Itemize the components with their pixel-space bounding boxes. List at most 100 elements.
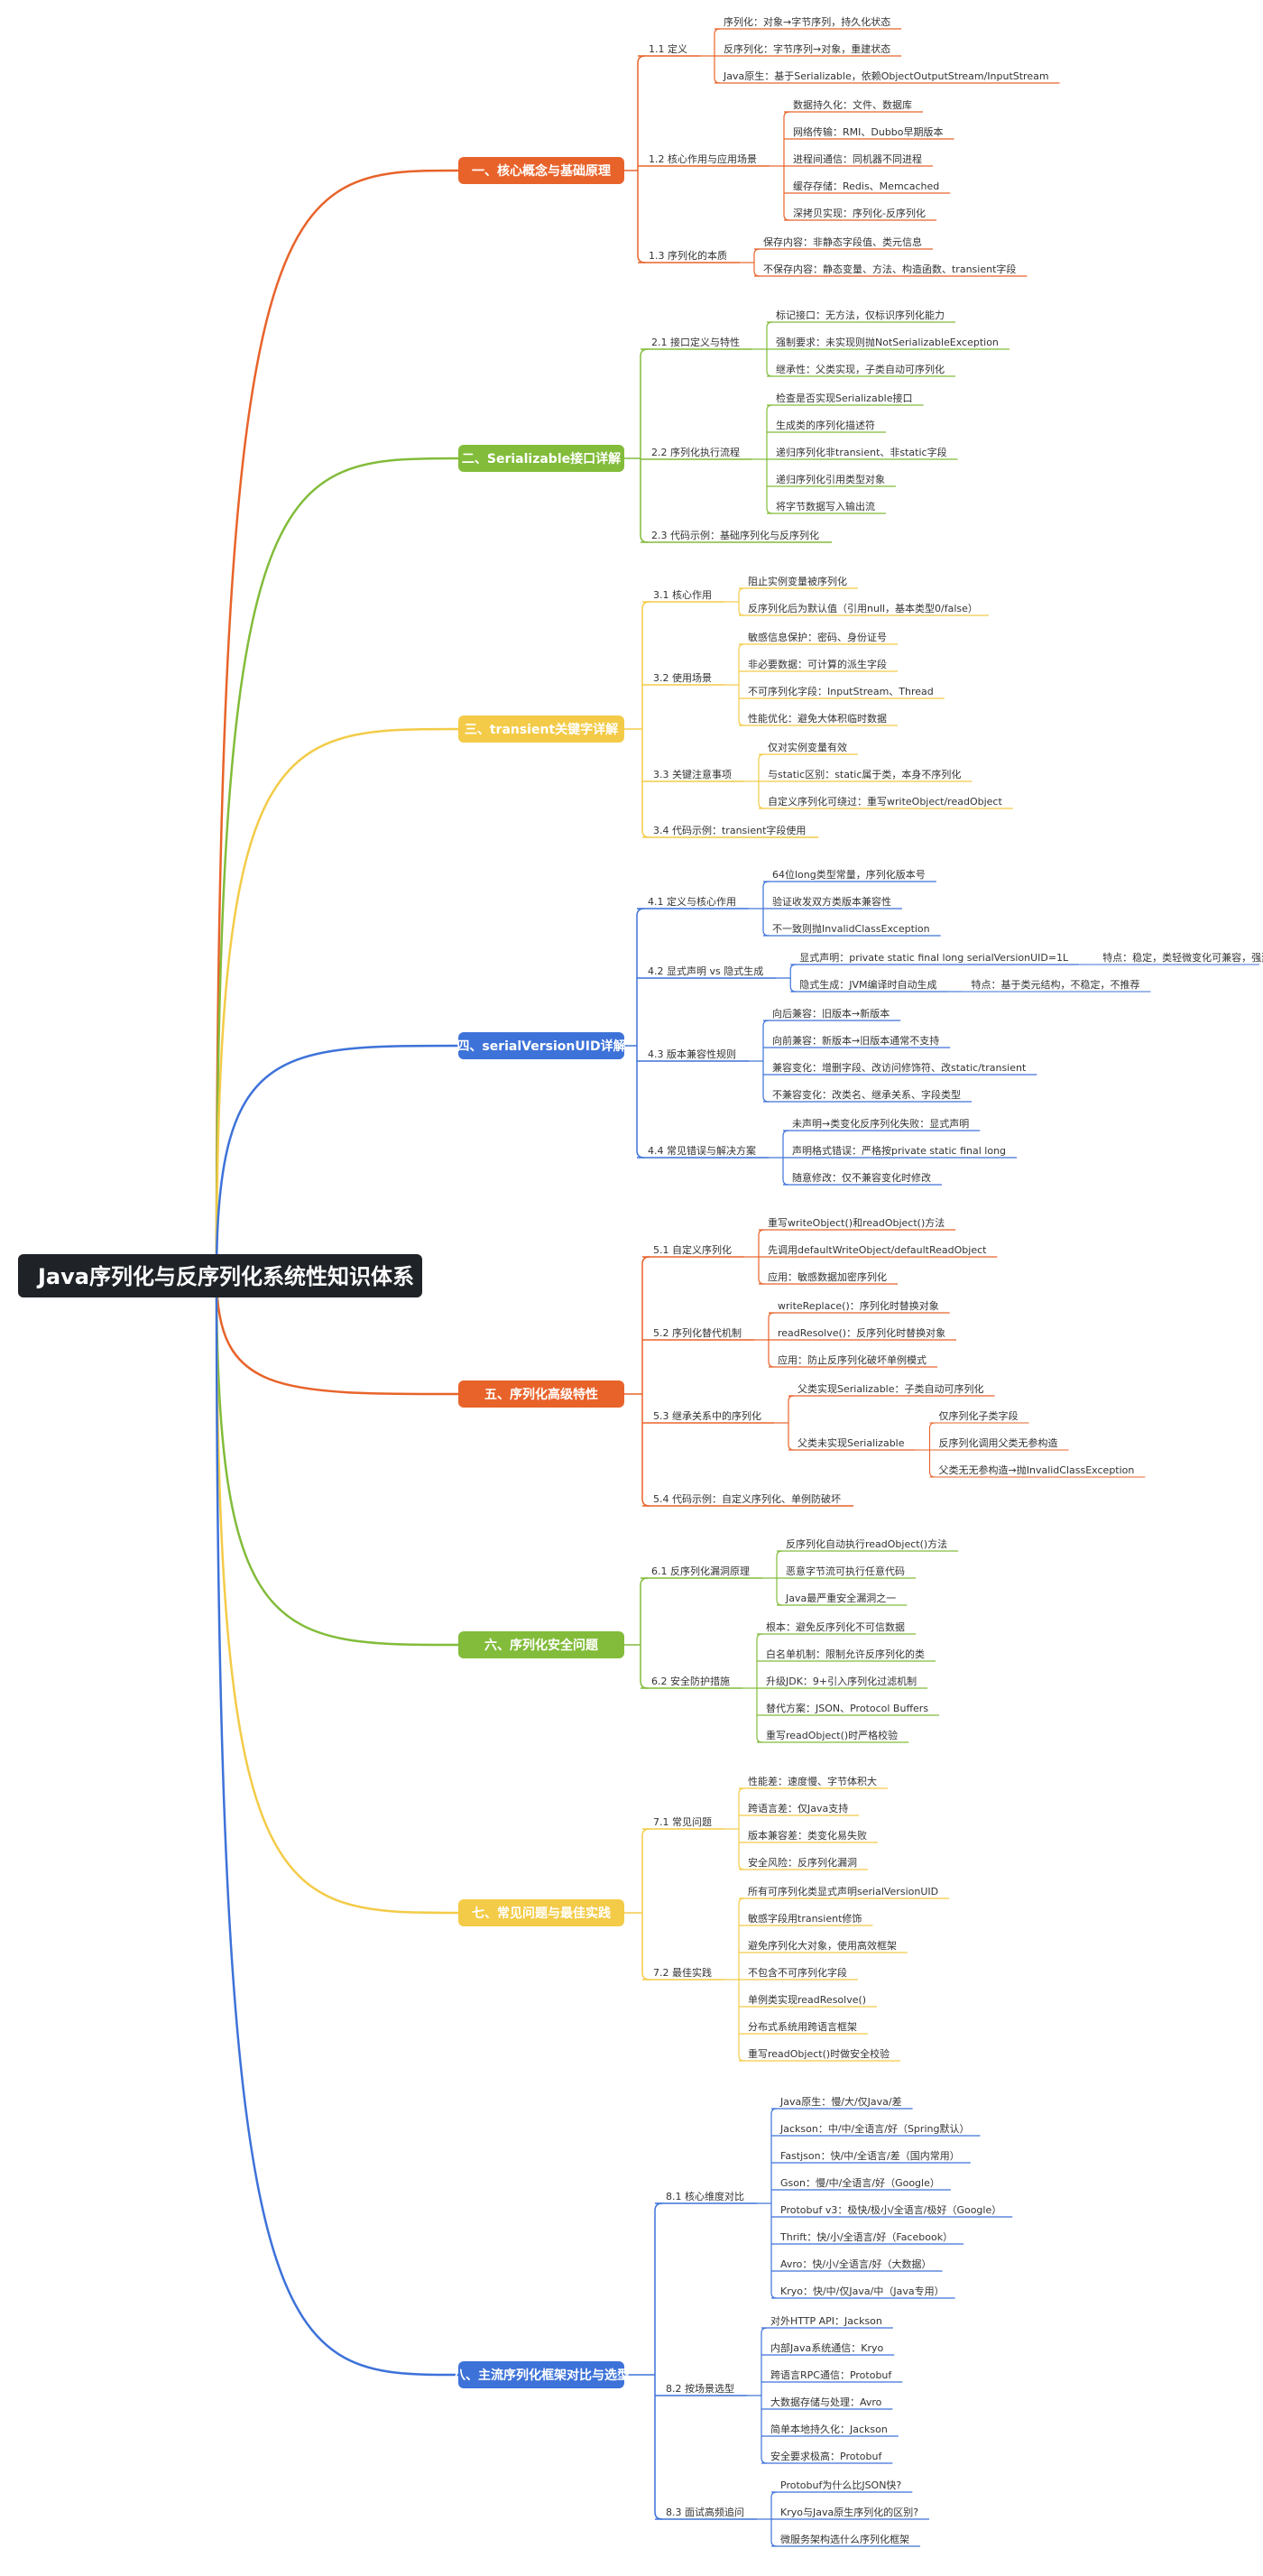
section-connector [215, 169, 459, 1277]
leaf-label: 网络传输：RMI、Dubbo早期版本 [793, 125, 944, 138]
leaf-label: 白名单机制：限制允许反序列化的类 [766, 1648, 925, 1660]
subtopic-bracket [762, 1020, 770, 1103]
leaf-label: 将字节数据写入输出流 [776, 500, 875, 512]
section-connector [215, 1275, 459, 1647]
leaf-label: 递归序列化引用类型对象 [776, 473, 885, 485]
leaf-label: 不一致则抛InvalidClassException [772, 922, 930, 935]
subtopic-label: 4.2 显式声明 vs 隐式生成 [648, 965, 763, 977]
leaf-label: 替代方案：JSON、Protocol Buffers [766, 1702, 928, 1714]
leaf-label: 深拷贝实现：序列化-反序列化 [793, 207, 926, 219]
leaf-label: 避免序列化大对象，使用高效框架 [748, 1939, 897, 1952]
leaf-label: 版本兼容差：类变化易失败 [748, 1829, 867, 1842]
leaf-label: 跨语言差：仅Java支持 [748, 1802, 848, 1814]
leaf-label: 性能优化：避免大体积临时数据 [748, 712, 887, 725]
leaf-label: 重写writeObject()和readObject()方法 [768, 1216, 945, 1229]
leaf-label: 先调用defaultWriteObject/defaultReadObject [768, 1244, 987, 1256]
section-label: 六、序列化安全问题 [484, 1638, 599, 1653]
detail-label: 特点：稳定，类轻微变化可兼容，强烈推荐 [1102, 951, 1263, 964]
subtopic-label: 5.4 代码示例：自定义序列化、单例防破坏 [653, 1492, 841, 1505]
leaf-label: writeReplace()：序列化时替换对象 [778, 1299, 939, 1312]
detail-label: 反序列化调用父类无参构造 [939, 1436, 1058, 1449]
section-label: 一、核心概念与基础原理 [472, 163, 611, 179]
subtopic-label: 8.2 按场景选型 [666, 2382, 734, 2395]
section-bracket [640, 348, 649, 543]
leaf-label: 检查是否实现Serializable接口 [776, 392, 913, 404]
leaf-label: 反序列化自动执行readObject()方法 [786, 1537, 947, 1550]
subtopic-label: 5.2 序列化替代机制 [653, 1326, 742, 1339]
leaf-label: 阻止实例变量被序列化 [748, 575, 847, 587]
leaf-label: 根本：避免反序列化不可信数据 [766, 1620, 905, 1633]
leaf-label: 大数据存储与处理：Avro [770, 2396, 882, 2408]
leaf-label: Gson：慢/中/全语言/好（Google） [780, 2176, 940, 2189]
leaf-label: Kryo：快/中/仅Java/中（Java专用） [780, 2285, 945, 2297]
section-node[interactable] [458, 1899, 624, 1926]
leaf-label: 非必要数据：可计算的派生字段 [748, 658, 887, 670]
subtopic-label: 2.3 代码示例：基础序列化与反序列化 [651, 529, 819, 541]
subtopic-label: 3.4 代码示例：transient字段使用 [653, 824, 806, 836]
subtopic-label: 5.3 继承关系中的序列化 [653, 1409, 761, 1422]
leaf-label: 应用：防止反序列化破坏单例模式 [778, 1353, 927, 1366]
leaf-label: 所有可序列化类显式声明serialVersionUID [748, 1885, 938, 1897]
leaf-label: 单例类实现readResolve() [748, 1993, 866, 2006]
leaf-label: 内部Java系统通信：Kryo [770, 2341, 883, 2354]
leaf-label: 显式声明：private static final long serialVer… [799, 951, 1069, 964]
leaf-label: 声明格式错误：严格按private static final long [792, 1144, 1006, 1157]
leaf-label: 父类实现Serializable：子类自动可序列化 [797, 1382, 984, 1395]
section-connector [215, 1044, 459, 1277]
leaf-label: 性能差：速度慢、字节体积大 [748, 1775, 877, 1787]
detail-label: 仅序列化子类字段 [939, 1409, 1019, 1422]
subtopic-label: 1.2 核心作用与应用场景 [649, 152, 757, 165]
leaf-label: Protobuf为什么比JSON快? [780, 2479, 901, 2491]
section-node[interactable] [458, 2361, 624, 2388]
section-node[interactable] [458, 445, 624, 472]
section-node[interactable] [458, 1032, 624, 1059]
subtopic-label: 3.2 使用场景 [653, 671, 712, 684]
subtopic-label: 4.3 版本兼容性规则 [648, 1048, 736, 1060]
subtopic-label: 2.1 接口定义与特性 [651, 336, 740, 348]
leaf-label: 微服务架构选什么序列化框架 [780, 2533, 909, 2545]
subtopic-label: 3.1 核心作用 [653, 588, 712, 601]
leaf-label: 升级JDK：9+引入序列化过滤机制 [766, 1675, 917, 1687]
subtopic-label: 1.3 序列化的本质 [649, 249, 727, 262]
leaf-label: Fastjson：快/中/全语言/差（国内常用） [780, 2149, 960, 2162]
section-node[interactable] [458, 716, 624, 743]
leaf-label: Avro：快/小/全语言/好（大数据） [780, 2257, 932, 2270]
leaf-label: Thrift：快/小/全语言/好（Facebook） [779, 2230, 953, 2243]
leaf-label: 验证收发双方类版本兼容性 [772, 895, 891, 908]
subtopic-label: 4.4 常见错误与解决方案 [648, 1144, 756, 1157]
subtopic-label: 4.1 定义与核心作用 [648, 895, 736, 908]
section-connector [215, 1275, 459, 2377]
leaf-label: 仅对实例变量有效 [768, 741, 847, 753]
leaf-label: Protobuf v3：极快/极小/全语言/极好（Google） [780, 2203, 1001, 2216]
leaf-label: 数据持久化：文件、数据库 [793, 98, 912, 111]
section-node[interactable] [458, 157, 624, 184]
subtopic-label: 7.1 常见问题 [653, 1816, 712, 1828]
section-label: 二、Serializable接口详解 [462, 451, 621, 466]
section-node[interactable] [458, 1380, 624, 1408]
leaf-label: 父类未实现Serializable [797, 1436, 905, 1449]
leaf-label: 敏感字段用transient修饰 [748, 1912, 862, 1925]
leaf-label: 对外HTTP API：Jackson [770, 2314, 882, 2327]
leaf-label: 跨语言RPC通信：Protobuf [770, 2369, 892, 2381]
leaf-label: 未声明→类变化反序列化失败：显式声明 [792, 1117, 969, 1130]
root-node [18, 1254, 422, 1297]
leaf-label: 自定义序列化可绕过：重写writeObject/readObject [768, 795, 1002, 808]
section-connector [215, 1275, 459, 1396]
leaf-label: 递归序列化非transient、非static字段 [776, 446, 947, 458]
section-connector [215, 727, 459, 1277]
section-label: 四、serialVersionUID详解 [456, 1039, 625, 1054]
leaf-label: 继承性：父类实现，子类自动可序列化 [776, 363, 945, 375]
subtopic-label: 5.1 自定义序列化 [653, 1243, 732, 1256]
subtopic-bracket [738, 643, 745, 726]
leaf-label: 不可序列化字段：InputStream、Thread [748, 685, 934, 697]
subtopic-bracket [789, 964, 797, 993]
section-connector [215, 1275, 459, 1915]
leaf-label: 简单本地持久化：Jackson [770, 2423, 888, 2435]
section-label: 三、transient关键字详解 [465, 722, 618, 737]
section-node[interactable] [458, 1631, 624, 1658]
leaf-label: 兼容变化：增删字段、改访问修饰符、改static/transient [772, 1061, 1027, 1074]
section-bracket [641, 1256, 650, 1507]
leaf-label: 64位long类型常量，序列化版本号 [772, 868, 926, 881]
leaf-label: 向前兼容：新版本→旧版本通常不支持 [772, 1034, 939, 1047]
